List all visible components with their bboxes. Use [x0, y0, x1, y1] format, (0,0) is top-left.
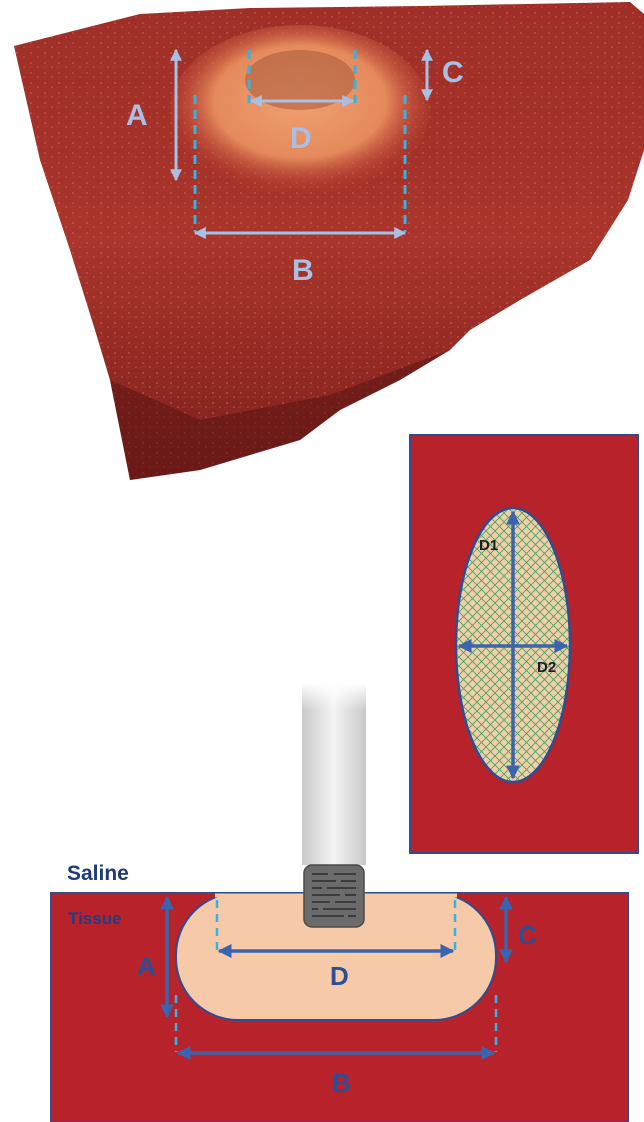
inset-label-D2: D2	[537, 659, 556, 676]
inset-label-D1: D1	[479, 537, 498, 554]
schematic-label-C: C	[518, 920, 537, 950]
schematic-label-A: A	[137, 951, 156, 981]
tissue-label: Tissue	[68, 909, 122, 928]
photo-label-B: B	[292, 254, 314, 287]
photo-label-A: A	[126, 99, 148, 132]
saline-label: Saline	[67, 862, 129, 885]
schematic-label-B: B	[332, 1068, 351, 1098]
schematic-label-D: D	[330, 961, 349, 991]
photo-label-D: D	[290, 122, 312, 155]
lesion-surface-inset: D1 D2	[410, 435, 638, 853]
catheter-shaft-fade	[302, 683, 366, 865]
photo-label-C: C	[442, 56, 464, 89]
tissue-photo: A B C D	[14, 2, 644, 480]
